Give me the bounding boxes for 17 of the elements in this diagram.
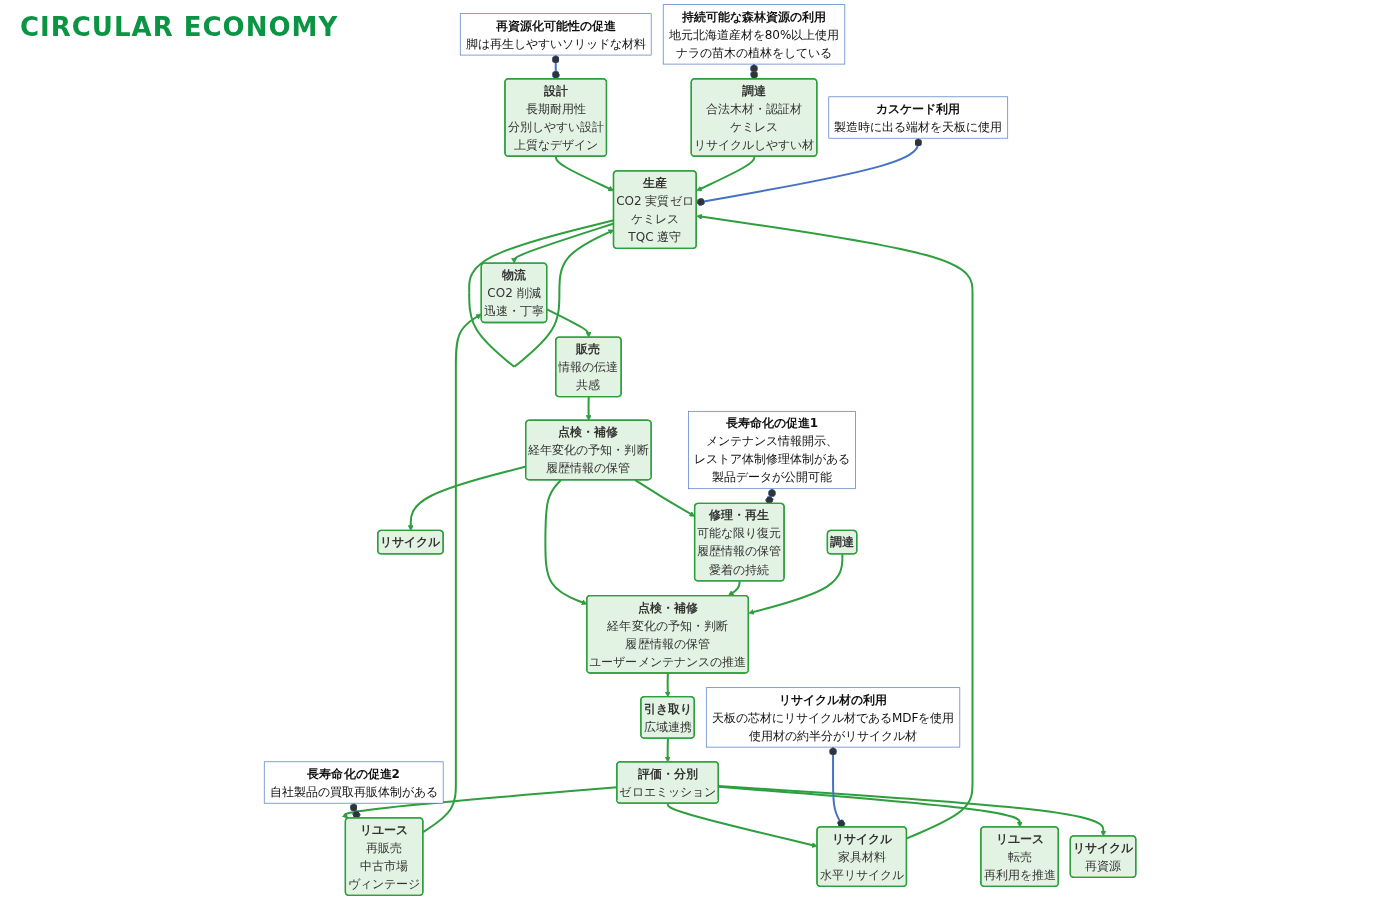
node-box: カスケード利用 製造時に出る端材を天板に使用: [828, 96, 1009, 139]
arrow: [727, 580, 741, 597]
center-title: CIRCULAR ECONOMY: [20, 12, 339, 42]
arrow: [748, 553, 844, 615]
node-box: 長寿命化の促進2 自社製品の買取再販体制がある: [263, 761, 444, 804]
arrow: [664, 672, 671, 698]
arrow: [546, 308, 592, 338]
arrow: [696, 213, 974, 840]
connector: [765, 487, 776, 505]
node-box: 再資源化可能性の促進 脚は再生しやすいソリッドな材料: [459, 13, 652, 56]
node-box: 長寿命化の促進1 メンテナンス情報開示、 レストア体制修理体制がある 製品データが公開可能: [688, 410, 856, 490]
arrow: [585, 395, 592, 421]
node-box: リサイクル材の利用 天板の芯材にリサイクル材であるMDFを使用 使用材の約半分がリサイクル材: [705, 687, 961, 748]
arrow: [696, 155, 756, 192]
node-box: 持続可能な森林資源の利用 地元北海道産材を80%以上使用 ナラの苗木の植林をしている: [662, 4, 846, 65]
arrow: [422, 313, 482, 834]
arrow: [664, 737, 671, 763]
